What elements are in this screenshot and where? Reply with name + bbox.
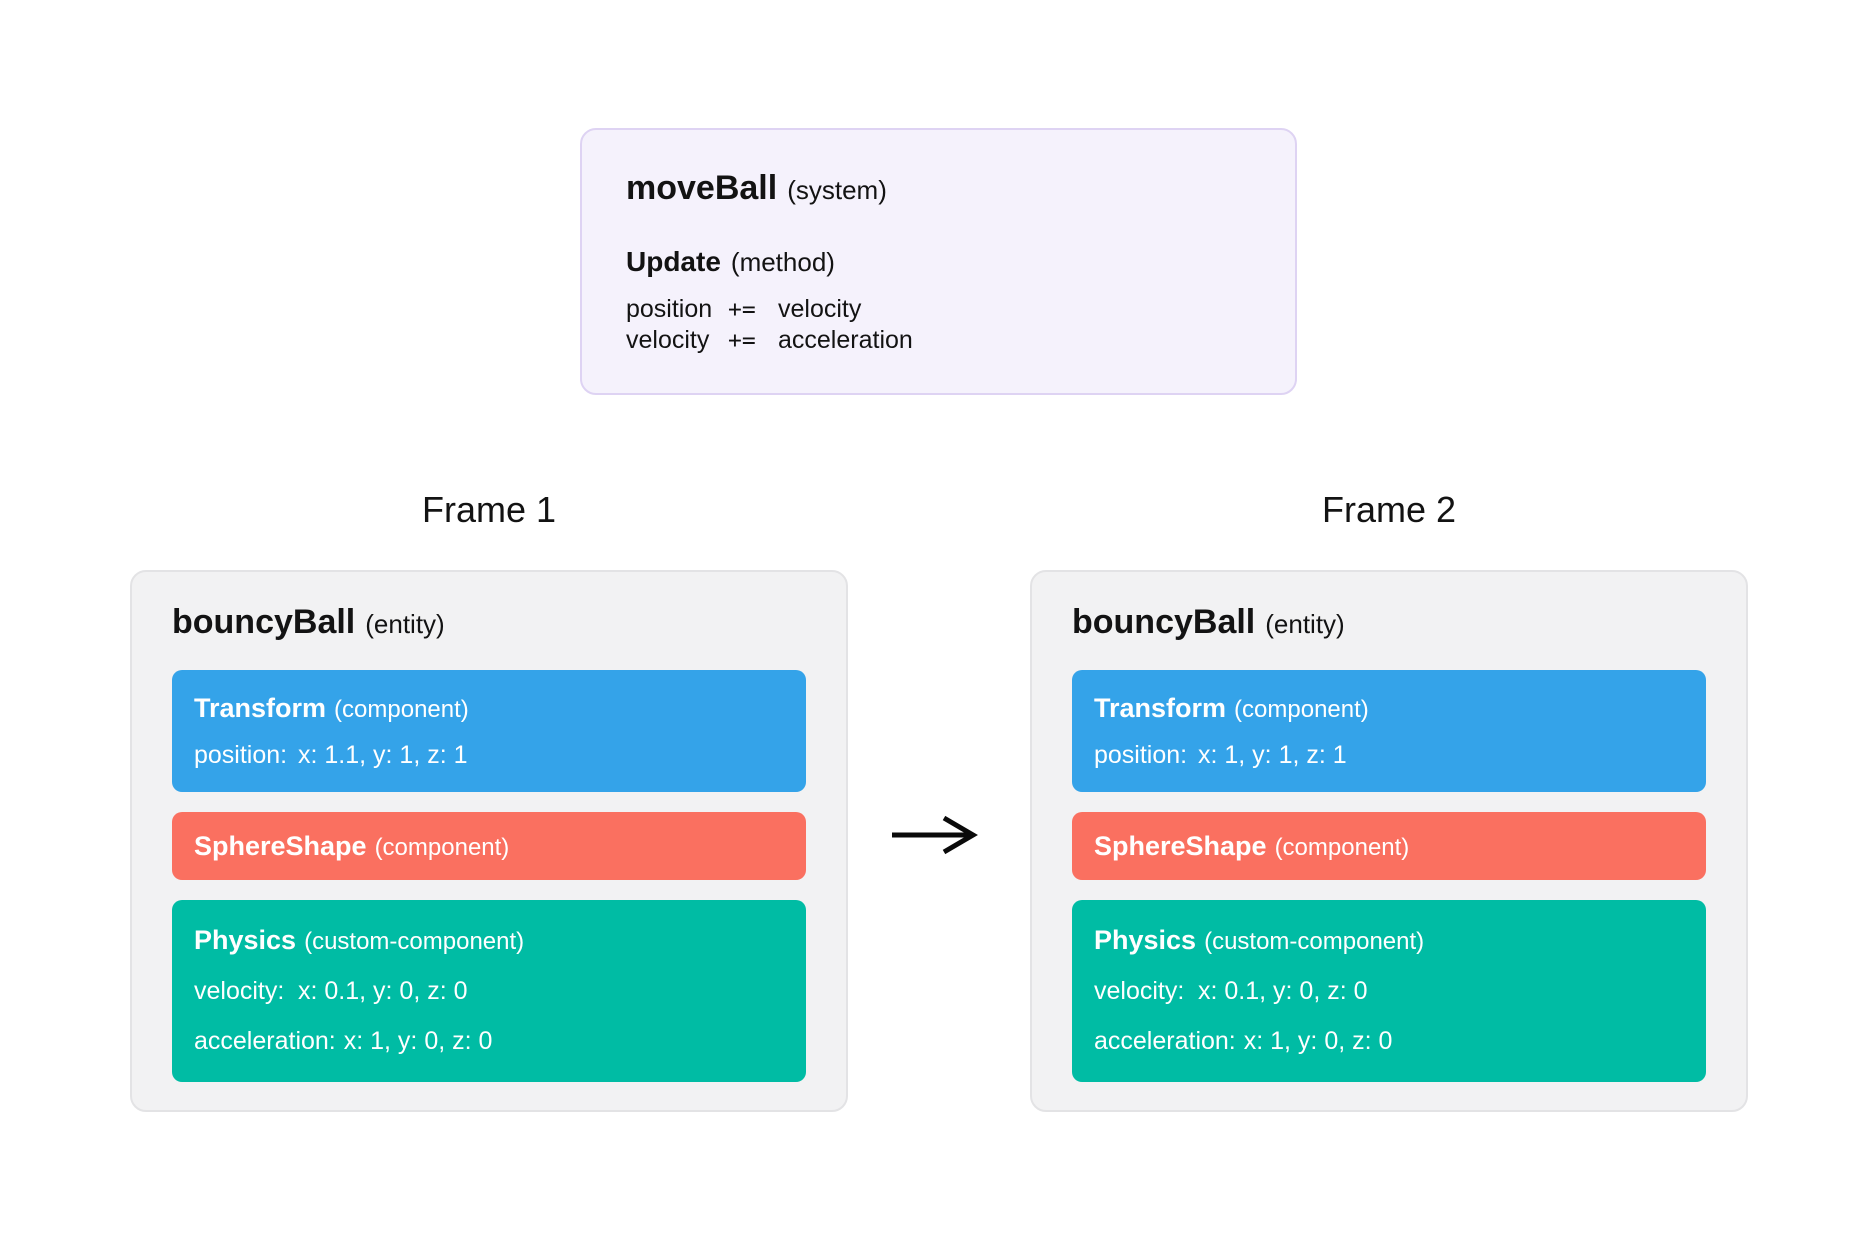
component-name: SphereShape [194,831,367,861]
component-title-row: Transform (component) [194,692,784,724]
transform-component-box: Transform (component) position: x: 1.1, y:… [172,670,806,792]
code-line-velocity: velocity += acceleration [626,325,1251,356]
system-box: moveBall (system) Update (method) position… [580,128,1297,395]
plus-equals-operator: += [728,328,756,354]
sphereshape-component-box: SphereShape (component) [1072,812,1706,880]
row-key: velocity: [194,977,285,1005]
right-arrow-icon [892,815,978,855]
frame-1-entity-box: bouncyBall (entity) Transform (component) … [130,570,848,1112]
component-title-row: Physics (custom-component) [1094,924,1684,956]
velocity-row: velocity: x: 0.1, y: 0, z: 0 [194,976,784,1006]
entity-title: bouncyBall [1072,603,1256,641]
frame-1-label: Frame 1 [421,489,557,530]
component-name: Transform [194,693,327,723]
component-name: Transform [1094,693,1227,723]
method-title: Update [626,246,721,277]
code-rhs: acceleration [778,326,913,354]
system-title-tag: (system) [787,175,887,205]
component-tag: (custom-component) [1204,928,1425,955]
row-value: x: 1, y: 1, z: 1 [1198,741,1347,769]
component-name: Physics [1094,925,1197,955]
entity-title-row: bouncyBall (entity) [172,602,806,650]
plus-equals-operator: += [728,297,756,323]
component-tag: (component) [334,696,469,723]
update-code-block: position += velocity velocity += acceleratio… [626,294,1251,356]
component-tag: (component) [374,834,510,861]
code-line-position: position += velocity [626,294,1251,325]
component-tag: (component) [1274,834,1410,861]
frame-2-label: Frame 2 [1321,489,1457,530]
row-key: acceleration: [194,1027,336,1055]
component-title-row: Physics (custom-component) [194,924,784,956]
row-value: x: 0.1, y: 0, z: 0 [298,977,468,1005]
entity-title-tag: (entity) [365,609,445,639]
component-name: SphereShape [1094,831,1267,861]
frame-2-entity-box: bouncyBall (entity) Transform (component) … [1030,570,1748,1112]
method-title-tag: (method) [730,247,835,277]
sphereshape-component-box: SphereShape (component) [172,812,806,880]
component-tag: (component) [1234,696,1369,723]
row-key: position: [1094,741,1188,769]
row-value: x: 1, y: 0, z: 0 [1243,1027,1393,1055]
physics-component-box: Physics (custom-component) velocity: x: 0.… [1072,900,1706,1082]
component-tag: (custom-component) [304,928,525,955]
system-title: moveBall [626,169,778,207]
acceleration-row: acceleration:x: 1, y: 0, z: 0 [1094,1026,1684,1056]
system-title-row: moveBall (system) [626,168,1251,208]
acceleration-row: acceleration:x: 1, y: 0, z: 0 [194,1026,784,1056]
code-lhs: position [626,295,713,323]
velocity-row: velocity: x: 0.1, y: 0, z: 0 [1094,976,1684,1006]
row-key: position: [194,741,288,769]
row-value: x: 1, y: 0, z: 0 [343,1027,493,1055]
entity-title: bouncyBall [172,603,356,641]
code-rhs: velocity [778,295,862,323]
code-lhs: velocity [626,326,710,354]
position-row: position: x: 1, y: 1, z: 1 [1094,740,1684,770]
physics-component-box: Physics (custom-component) velocity: x: 0.… [172,900,806,1082]
method-title-row: Update (method) [626,246,1251,278]
row-key: velocity: [1094,977,1185,1005]
row-value: x: 1.1, y: 1, z: 1 [298,741,468,769]
row-value: x: 0.1, y: 0, z: 0 [1198,977,1368,1005]
component-title-row: SphereShape (component) [1094,830,1684,862]
component-title-row: SphereShape (component) [194,830,784,862]
row-key: acceleration: [1094,1027,1236,1055]
position-row: position: x: 1.1, y: 1, z: 1 [194,740,784,770]
entity-title-tag: (entity) [1265,609,1345,639]
component-name: Physics [194,925,297,955]
transform-component-box: Transform (component) position: x: 1, y: 1… [1072,670,1706,792]
entity-title-row: bouncyBall (entity) [1072,602,1706,650]
component-title-row: Transform (component) [1094,692,1684,724]
